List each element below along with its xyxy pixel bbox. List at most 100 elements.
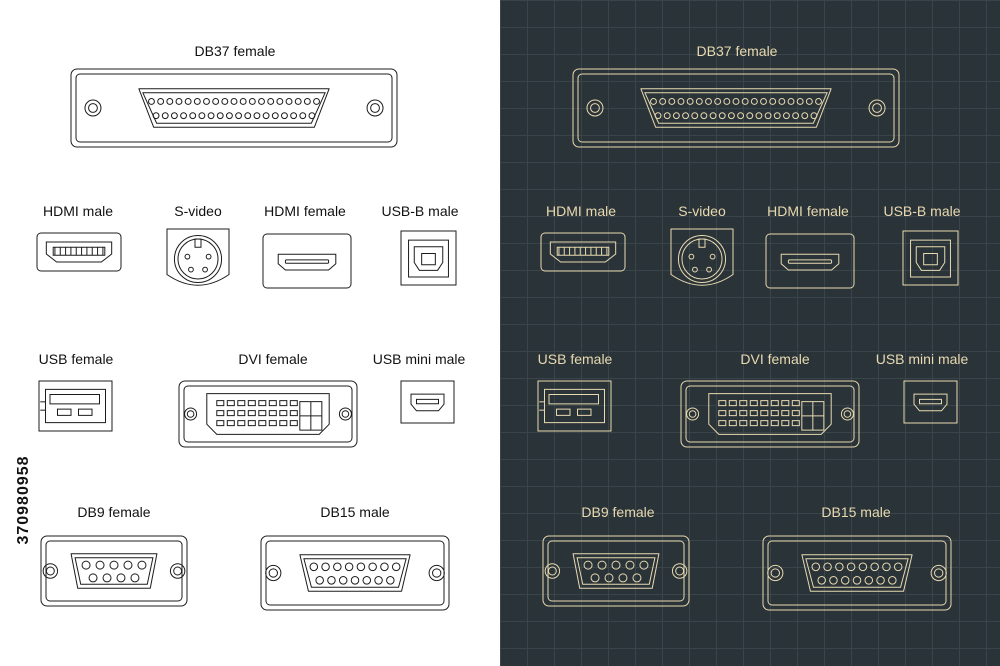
- pin: [381, 563, 389, 571]
- pin: [761, 421, 768, 426]
- s-video-connector: [670, 228, 734, 290]
- pin: [740, 421, 747, 426]
- hdmi-male-label: HDMI male: [42, 203, 114, 219]
- db37-connector: [70, 68, 398, 148]
- pin: [750, 401, 757, 406]
- pin: [103, 574, 111, 582]
- pin: [282, 113, 288, 119]
- pin: [203, 267, 208, 272]
- pin: [733, 99, 739, 105]
- usb-b-male-connector: [902, 230, 959, 286]
- usb-female-connector: [38, 380, 113, 432]
- stock-id: 370980958: [15, 455, 32, 545]
- pin: [765, 113, 771, 119]
- dvi-female-connector: [178, 380, 358, 448]
- port-outline: [904, 381, 957, 423]
- pin: [217, 411, 224, 416]
- pin: [889, 577, 897, 585]
- pin: [633, 574, 641, 582]
- pin: [272, 113, 278, 119]
- usb-mini-male-label: USB mini male: [875, 351, 969, 367]
- pin: [728, 113, 734, 119]
- pin: [696, 99, 702, 105]
- shell-outline: [543, 536, 689, 606]
- pin: [124, 561, 132, 569]
- pin: [314, 99, 320, 105]
- pin: [138, 561, 146, 569]
- pin: [263, 113, 269, 119]
- db9-label: DB9 female: [581, 504, 655, 520]
- pin: [724, 99, 730, 105]
- pin: [226, 113, 232, 119]
- pin: [797, 99, 803, 105]
- screw-hole: [339, 408, 351, 420]
- pin: [784, 113, 790, 119]
- shell-outline: [71, 69, 397, 147]
- hdmi-shell: [550, 242, 615, 262]
- pin: [740, 411, 747, 416]
- db37-connector: [572, 68, 900, 148]
- pin: [655, 113, 661, 119]
- pin: [651, 99, 657, 105]
- screw-hole: [869, 100, 885, 116]
- pin: [771, 421, 778, 426]
- pin: [605, 574, 613, 582]
- pin: [277, 99, 283, 105]
- screw-hole: [587, 100, 603, 116]
- screw-hole: [931, 565, 946, 580]
- pin: [664, 113, 670, 119]
- pin: [357, 563, 365, 571]
- pin: [227, 411, 234, 416]
- key: [195, 239, 201, 247]
- tongue: [422, 254, 436, 265]
- shell-outline: [681, 381, 859, 447]
- usb-mini-male-label: USB mini male: [372, 351, 466, 367]
- pin: [853, 577, 861, 585]
- dvi-female-label: DVI female: [740, 351, 810, 367]
- pin: [692, 113, 698, 119]
- pin: [788, 99, 794, 105]
- pin: [259, 421, 266, 426]
- pin: [701, 113, 707, 119]
- screw-hole: [367, 100, 383, 116]
- dvi-female-connector: [680, 380, 860, 448]
- mini-shell: [411, 394, 444, 411]
- d-sub-shell: [802, 555, 912, 591]
- pin: [782, 411, 789, 416]
- pin: [208, 113, 214, 119]
- pin: [240, 99, 246, 105]
- pin: [738, 113, 744, 119]
- pin: [248, 421, 255, 426]
- screw-hole: [841, 408, 853, 420]
- usb-b-male-connector: [400, 230, 457, 286]
- screw-hole: [266, 565, 281, 580]
- usb-b-shell: [916, 247, 945, 271]
- pin: [254, 113, 260, 119]
- pin: [238, 411, 245, 416]
- pin: [710, 113, 716, 119]
- s-video-label: S-video: [678, 203, 726, 219]
- usb-a-shell: [545, 389, 605, 422]
- hdmi-male-connector: [36, 232, 122, 272]
- pin: [181, 113, 187, 119]
- pin: [693, 267, 698, 272]
- d-sub-shell: [71, 554, 157, 589]
- pin: [236, 113, 242, 119]
- pin: [291, 113, 297, 119]
- pin: [782, 401, 789, 406]
- port-outline: [401, 381, 454, 423]
- d-sub-shell: [573, 554, 659, 589]
- usb-a-shell: [46, 389, 106, 422]
- screw-hole: [429, 565, 444, 580]
- pin: [598, 561, 606, 569]
- jack-outline: [167, 229, 229, 285]
- pin: [806, 99, 812, 105]
- s-video-connector: [166, 228, 230, 290]
- pin: [761, 411, 768, 416]
- pin: [206, 254, 211, 259]
- pin: [729, 401, 736, 406]
- pin: [176, 99, 182, 105]
- d-sub-shell: [300, 555, 410, 591]
- port-outline: [401, 231, 456, 285]
- pin: [227, 401, 234, 406]
